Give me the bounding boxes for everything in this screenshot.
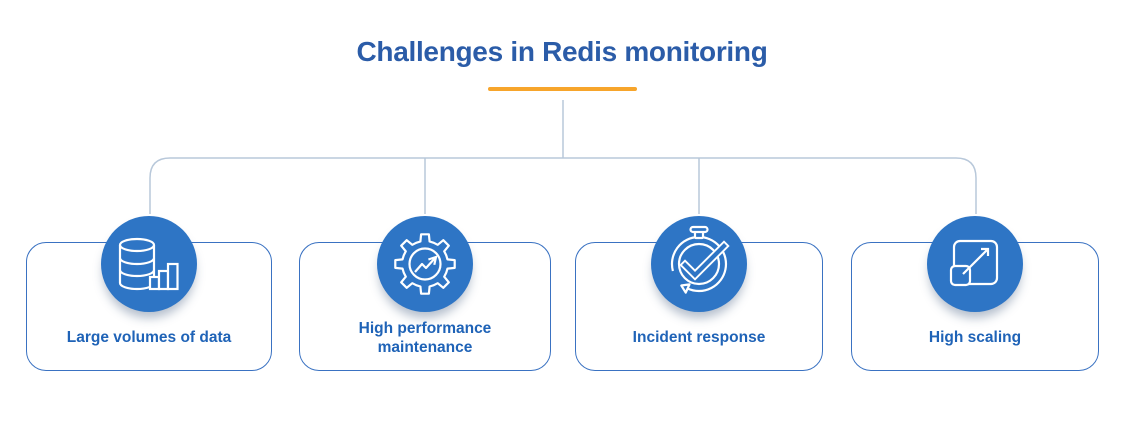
gear-outline [394,233,456,295]
title-underline [488,87,637,91]
challenge-card-high-scaling: High scaling [851,216,1099,371]
card-label: High scaling [928,329,1022,346]
challenge-card-large-volumes: Large volumes of data [26,216,272,371]
stopwatch-check-icon [670,225,730,294]
challenge-card-incident-response: Incident response [575,216,823,371]
card-label: Large volumes of data [66,329,232,346]
scale-expand-icon [949,239,999,287]
card-label: High performance maintenance [358,319,492,356]
icon-circle [651,216,747,312]
icon-circle [377,216,473,312]
page-title: Challenges in Redis monitoring [356,36,768,67]
challenge-card-high-performance: High performance maintenance [299,216,551,371]
gear-growth-icon [394,233,456,295]
tree-branch-lines [149,100,977,214]
card-label: Incident response [632,329,766,346]
database-chart-icon [118,237,179,291]
icon-circle [101,216,197,312]
icon-circle [927,216,1023,312]
